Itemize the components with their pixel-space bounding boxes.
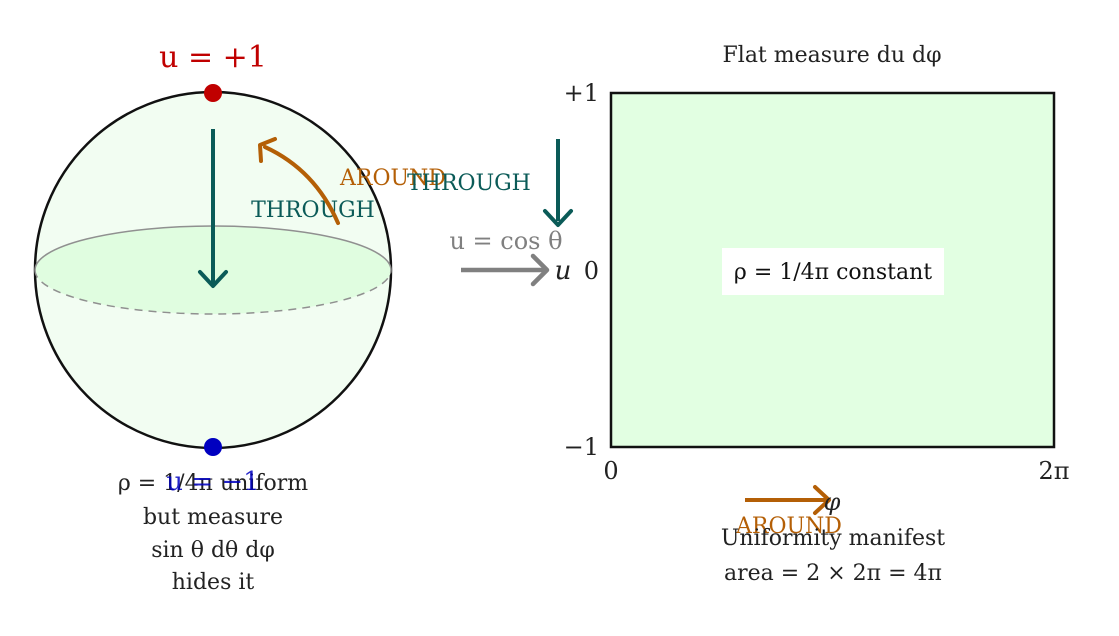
through-label-sphere: THROUGH (251, 198, 375, 223)
mapping-arrow-group: u = cos θ (449, 227, 563, 287)
through-arrowhead-rect (543, 209, 573, 227)
right-caption-line-2: area = 2 × 2π = 4π (724, 561, 942, 586)
around-arrowhead-sphere (258, 137, 277, 163)
around-arrow-sphere (263, 145, 340, 225)
x-tick-right: 2π (1038, 457, 1069, 485)
y-tick-mid: 0 (584, 257, 599, 285)
left-caption-line-2: but measure (143, 505, 283, 530)
through-arrowhead-sphere (198, 270, 228, 288)
south-pole-label: u = −1 (166, 467, 259, 497)
y-tick-bottom: −1 (564, 433, 599, 461)
mapping-arrowhead (530, 253, 550, 287)
density-box (722, 248, 944, 295)
y-tick-top: +1 (564, 79, 599, 107)
x-tick-left: 0 (603, 457, 618, 485)
equator-front (34, 269, 392, 315)
left-caption-line-4: hides it (172, 570, 255, 595)
x-axis-var: φ (824, 488, 841, 516)
north-pole-dot (204, 84, 222, 102)
right-caption-line-1: Uniformity manifest (721, 526, 945, 551)
around-label-rect: AROUND (735, 514, 842, 539)
around-arrowhead-rect (813, 485, 831, 515)
y-axis-var: u (555, 256, 572, 286)
sphere-panel: u = +1 THROUGH AROUND ρ = 1/4π uniform u… (33, 40, 446, 595)
left-caption-line-1: ρ = 1/4π uniform (118, 471, 308, 496)
around-label-sphere: AROUND (339, 166, 446, 191)
left-caption-line-3: sin θ dθ dφ (151, 538, 275, 563)
south-pole-dot (204, 438, 222, 456)
through-label-rect: THROUGH (407, 171, 531, 196)
density-label: ρ = 1/4π constant (734, 260, 932, 285)
rectangle-panel: Flat measure du dφ +1 0 −1 u 0 2π THROUG… (407, 43, 1069, 586)
mapping-label: u = cos θ (449, 227, 562, 255)
right-title: Flat measure du dφ (723, 43, 942, 68)
north-pole-label: u = +1 (159, 40, 267, 75)
